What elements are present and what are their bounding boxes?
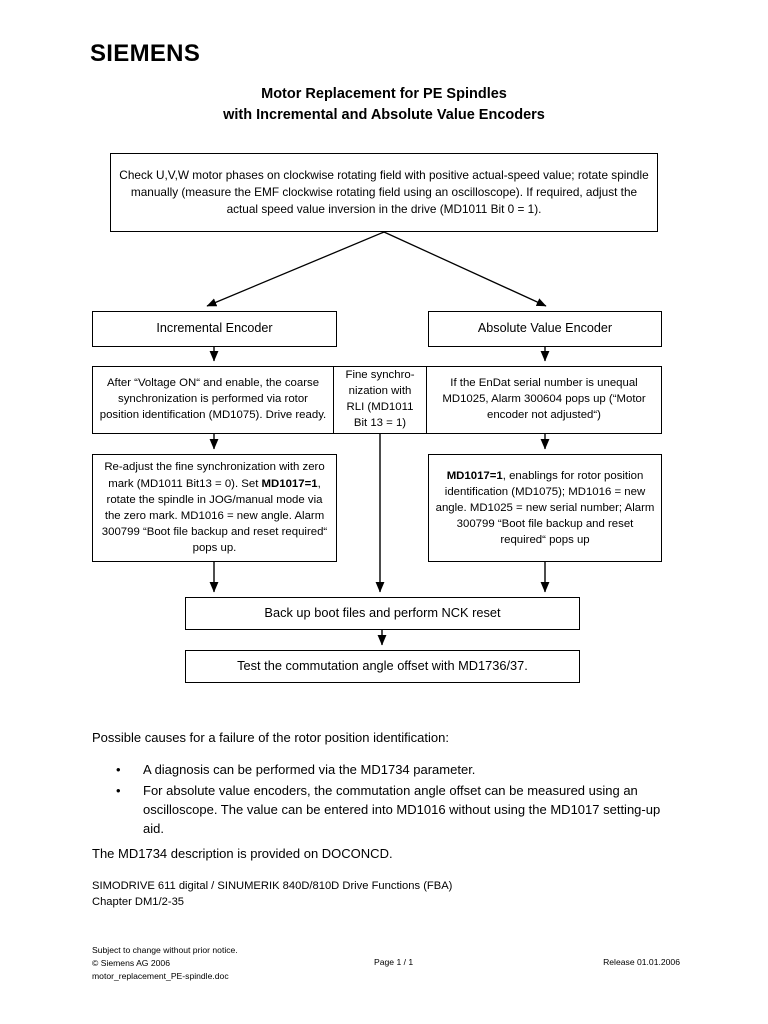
- footer-copyright: © Siemens AG 2006: [92, 957, 170, 968]
- page-title: Motor Replacement for PE Spindles with I…: [90, 84, 678, 126]
- footer-release: Release 01.01.2006: [603, 957, 680, 967]
- flow-node-fine-sync-text: Fine synchro- nization with RLI (MD1011 …: [345, 368, 414, 432]
- flow-node-readjust-fine-sync[interactable]: Re-adjust the fine synchronization with …: [92, 454, 337, 562]
- fine-sync-line-2: nization with: [348, 385, 412, 398]
- flow-node-readjust-fine-sync-text: Re-adjust the fine synchronization with …: [99, 459, 330, 556]
- page-title-line2: with Incremental and Absolute Value Enco…: [223, 107, 545, 124]
- flow-node-coarse-sync[interactable]: After “Voltage ON“ and enable, the coars…: [93, 367, 334, 433]
- footer-filename: motor_replacement_PE-spindle.doc: [92, 970, 229, 981]
- footer-page-number: Page 1 / 1: [374, 957, 414, 967]
- bullet-icon: •: [116, 762, 121, 777]
- flow-node-check-phases[interactable]: Check U,V,W motor phases on clockwise ro…: [110, 153, 658, 232]
- readjust-md1017-bold: MD1017=1: [261, 477, 318, 490]
- fine-sync-line-4: Bit 13 = 1): [353, 416, 407, 429]
- md1017-rest: , enablings for rotor position identific…: [435, 469, 655, 547]
- flow-node-absolute-value-encoder[interactable]: Absolute Value Encoder: [428, 311, 662, 347]
- md1017-bold: MD1017=1: [446, 469, 503, 482]
- flow-node-test-commutation-angle-text: Test the commutation angle offset with M…: [237, 658, 528, 674]
- list-item-text: For absolute value encoders, the commuta…: [143, 782, 661, 836]
- footer-left-block: Subject to change without prior notice. …: [92, 944, 680, 983]
- flow-node-test-commutation-angle[interactable]: Test the commutation angle offset with M…: [185, 650, 580, 683]
- fine-sync-line-1: Fine synchro-: [345, 369, 415, 382]
- flow-node-absolute-value-encoder-text: Absolute Value Encoder: [477, 321, 613, 336]
- flow-node-fine-sync[interactable]: Fine synchro- nization with RLI (MD1011 …: [334, 367, 427, 433]
- siemens-logo: SIEMENS: [90, 40, 201, 67]
- flow-row-sync: After “Voltage ON“ and enable, the coars…: [92, 366, 662, 434]
- possible-causes-list: • A diagnosis can be performed via the M…: [108, 761, 678, 841]
- flow-node-coarse-sync-text: After “Voltage ON“ and enable, the coars…: [99, 377, 327, 421]
- bullet-icon: •: [116, 782, 121, 798]
- readjust-part-1: Re-adjust the fine synchronization with …: [104, 461, 325, 490]
- doconcd-note: The MD1734 description is provided on DO…: [92, 846, 393, 861]
- page-footer: Subject to change without prior notice. …: [92, 944, 680, 983]
- list-item-text: A diagnosis can be performed via the MD1…: [143, 762, 476, 777]
- readjust-part-2: , rotate the spindle in JOG/manual mode …: [101, 477, 328, 555]
- possible-causes-heading: Possible causes for a failure of the rot…: [92, 730, 449, 745]
- footer-notice: Subject to change without prior notice.: [92, 945, 238, 955]
- page-title-line1: Motor Replacement for PE Spindles: [261, 86, 507, 102]
- list-item: • A diagnosis can be performed via the M…: [108, 761, 678, 780]
- flow-node-incremental-encoder[interactable]: Incremental Encoder: [92, 311, 337, 347]
- list-item: • For absolute value encoders, the commu…: [108, 782, 678, 839]
- fine-sync-line-3: RLI (MD1011: [346, 401, 414, 413]
- flow-node-check-phases-text: Check U,V,W motor phases on clockwise ro…: [119, 168, 649, 216]
- flow-node-endat-serial-text: If the EnDat serial number is unequal MD…: [442, 377, 646, 421]
- reference-line-1: SIMODRIVE 611 digital / SINUMERIK 840D/8…: [92, 880, 453, 892]
- reference-line-2: Chapter DM1/2-35: [92, 895, 185, 908]
- flow-node-incremental-encoder-text: Incremental Encoder: [156, 321, 273, 336]
- flow-node-backup-boot-files[interactable]: Back up boot files and perform NCK reset: [185, 597, 580, 630]
- reference-block: SIMODRIVE 611 digital / SINUMERIK 840D/8…: [92, 879, 672, 911]
- flow-node-md1017-enablings-text: MD1017=1, enablings for rotor position i…: [435, 468, 655, 549]
- flow-node-endat-serial[interactable]: If the EnDat serial number is unequal MD…: [427, 367, 661, 433]
- flow-node-backup-boot-files-text: Back up boot files and perform NCK reset: [264, 605, 501, 621]
- flow-node-md1017-enablings[interactable]: MD1017=1, enablings for rotor position i…: [428, 454, 662, 562]
